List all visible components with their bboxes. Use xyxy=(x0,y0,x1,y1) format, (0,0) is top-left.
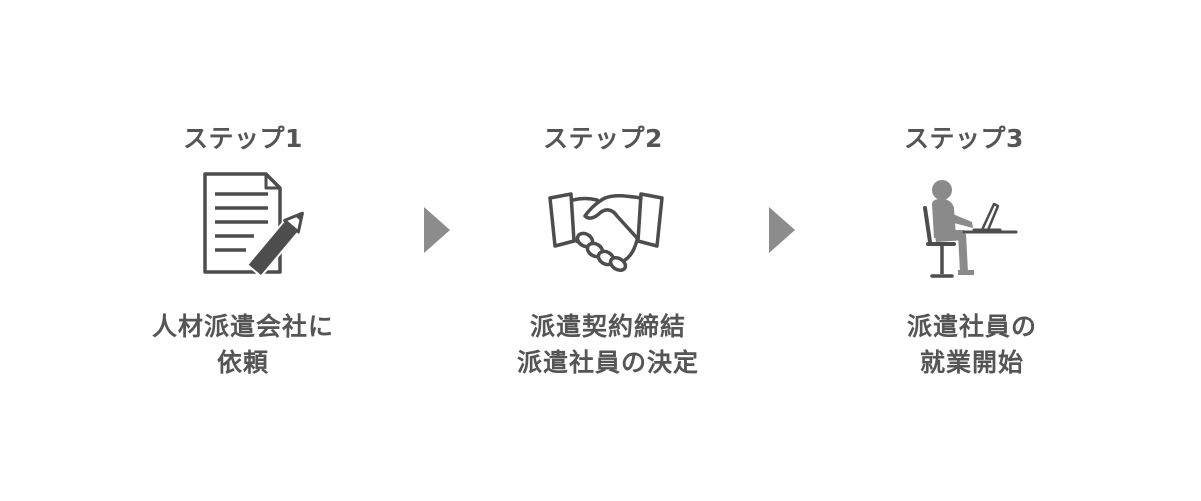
step-arrow-2 xyxy=(769,207,795,253)
step-2-desc-line-2: 派遣社員の決定 xyxy=(516,348,699,377)
step-2-desc-line-1: 派遣契約締結 xyxy=(529,312,686,341)
step-3-desc-line-1: 派遣社員の xyxy=(906,312,1037,341)
document-with-pencil-icon xyxy=(203,172,304,278)
step-1-desc-line-1: 人材派遣会社に xyxy=(151,312,334,341)
step-2-description: 派遣契約締結 派遣社員の決定 xyxy=(478,309,738,381)
step-3-title: ステップ3 xyxy=(904,124,1024,153)
person-at-laptop-icon xyxy=(923,180,1018,278)
step-arrow-1 xyxy=(424,207,450,253)
step-1-desc-line-2: 依頼 xyxy=(216,348,269,377)
step-2-title: ステップ2 xyxy=(543,124,663,153)
step-1-title: ステップ1 xyxy=(183,124,303,153)
step-1-description: 人材派遣会社に 依頼 xyxy=(113,309,373,381)
step-3-description: 派遣社員の 就業開始 xyxy=(842,309,1102,381)
handshake-icon xyxy=(548,192,664,272)
step-3-desc-line-2: 就業開始 xyxy=(919,348,1024,377)
